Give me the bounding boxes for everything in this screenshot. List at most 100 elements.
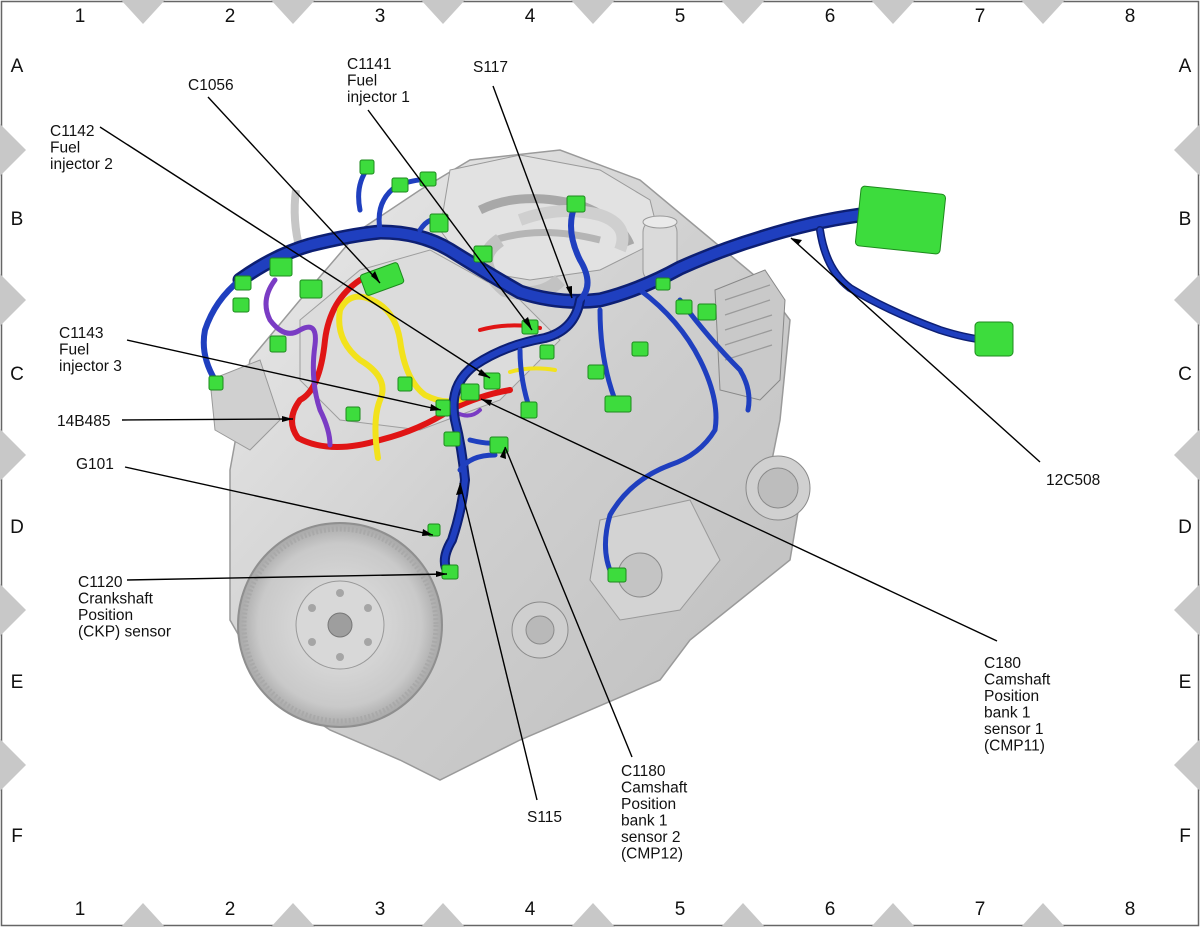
leader-c1180 [504,446,633,758]
frame-tab [571,0,615,24]
grid-column-label: 4 [525,899,536,920]
grid-column-label: 8 [1125,6,1136,27]
callout-line: S115 [527,809,562,826]
grid-column-label: 6 [825,899,836,920]
leader-g101 [124,466,434,536]
grid-row-label: F [1179,826,1191,847]
frame-tab [121,0,165,24]
callout-line: C1180 [621,763,666,780]
grid-column-label: 2 [225,6,236,27]
callout-line: 12C508 [1046,472,1100,489]
leader-c180 [480,398,998,642]
grid-column-label: 3 [375,899,386,920]
callout-line: Position [621,796,676,813]
connector-c1056 [359,262,405,296]
callout-line: C1120 [78,574,123,591]
callout-s115: S115 [527,809,562,826]
callout-c1056: C1056 [188,77,234,94]
frame-tab [421,903,465,927]
frame-tab [871,0,915,24]
callout-line: C1056 [188,77,234,94]
grid-row-label: A [11,56,24,77]
frame-tab [1174,584,1200,636]
callout-s117: S117 [473,59,508,76]
grid-column-label: 7 [975,899,986,920]
connector-c1120 [441,564,459,580]
leader-c1142 [99,126,491,379]
leader-arrowheads [282,238,802,577]
grid-row-label: F [11,826,23,847]
grid-row-label: A [1179,56,1192,77]
callout-line: bank 1 [984,705,1031,722]
frame-tab [0,429,26,481]
callout-line: C180 [984,655,1021,672]
callout-line: (CMP12) [621,846,683,863]
callout-14b485: 14B485 [57,413,110,430]
connectors [208,159,1014,583]
callout-line: Position [78,607,133,624]
connector-s117 [566,195,586,213]
callout-line: bank 1 [621,813,668,830]
leader-12c508 [790,237,1041,463]
connector-12c508-end [974,321,1014,357]
callout-line: (CMP11) [984,738,1045,755]
grid-column-label: 7 [975,6,986,27]
callout-line: sensor 2 [621,829,680,846]
frame-tab [271,0,315,24]
connector-12c508-main [854,185,947,255]
connector-c180 [460,383,480,401]
frame-tab [1021,903,1065,927]
grid-column-label: 6 [825,6,836,27]
grid-row-label: D [10,517,24,538]
grid-row-label: D [1178,517,1192,538]
grid-row-label: C [10,364,24,385]
leader-c1056 [207,96,381,284]
callout-line: Position [984,688,1039,705]
callout-g101: G101 [76,456,114,473]
leader-s115 [459,482,538,801]
frame-tab [1174,124,1200,176]
callout-line: Camshaft [621,780,688,797]
frame-tab [1021,0,1065,24]
callout-line: injector 1 [347,89,410,106]
purple-wire [263,277,333,448]
grid-row-label: C [1178,364,1192,385]
callout-line: G101 [76,456,114,473]
grid-column-label: 4 [525,6,536,27]
callout-line: S117 [473,59,508,76]
grid-column-label: 1 [75,6,86,27]
frame-tab [571,903,615,927]
grid-row-label: E [11,672,24,693]
grid-row-label: B [1179,209,1192,230]
callout-line: C1141 [347,56,392,73]
connector-c1180 [489,436,509,454]
connector-c1143 [435,399,451,417]
callout-line: Fuel [59,342,89,359]
leader-c1141 [367,109,533,331]
callout-line: Fuel [347,73,377,90]
grid-column-label: 2 [225,899,236,920]
grid-column-label: 8 [1125,899,1136,920]
ground-g101 [427,523,441,537]
frame-tab [721,0,765,24]
frame-tab [121,903,165,927]
grid-column-label: 5 [675,899,686,920]
frame-tab [0,274,26,326]
frame-tab [271,903,315,927]
leader-lines [99,85,1041,801]
frame-tab [1174,739,1200,791]
callout-line: (CKP) sensor [78,624,171,641]
grid-column-label: 5 [675,6,686,27]
frame-tab [0,584,26,636]
callout-line: injector 3 [59,358,122,375]
grid-row-label: B [11,209,24,230]
